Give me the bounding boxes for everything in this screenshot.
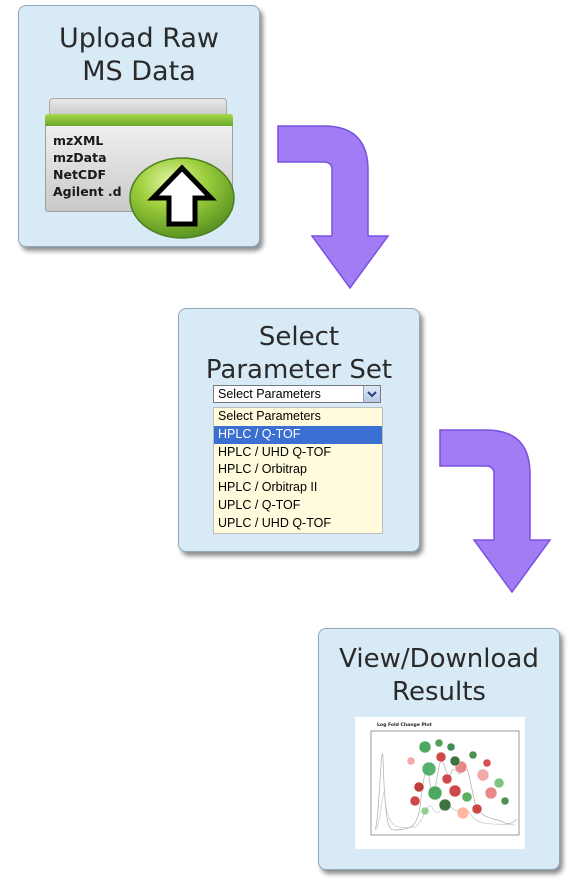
plot-point xyxy=(420,806,430,816)
plot-point xyxy=(448,784,462,798)
plot-point xyxy=(427,785,443,801)
upload-arrow-icon[interactable] xyxy=(127,154,237,240)
format-item: NetCDF xyxy=(53,167,107,182)
plot-point xyxy=(418,740,432,754)
results-step-box: View/Download Results Log Fold Change Pl… xyxy=(318,628,560,870)
bent-down-arrow-icon xyxy=(277,125,390,290)
plot-title: Log Fold Change Plot xyxy=(377,722,433,728)
plot-point xyxy=(413,781,425,793)
plot-point xyxy=(441,773,453,785)
plot-point xyxy=(449,755,461,767)
option-select-parameters[interactable]: Select Parameters xyxy=(218,409,321,423)
format-item: mzData xyxy=(53,150,107,165)
plot-point xyxy=(484,786,498,800)
plot-point xyxy=(468,750,478,760)
plot-point xyxy=(456,806,470,820)
plot-point xyxy=(435,751,447,763)
parameter-select[interactable]: Select Parameters xyxy=(213,385,381,403)
plot-point xyxy=(446,742,456,752)
upload-step-title: Upload Raw MS Data xyxy=(59,23,219,87)
option-hplc-orbitrap-ii[interactable]: HPLC / Orbitrap II xyxy=(218,480,318,495)
option-hplc-orbitrap[interactable]: HPLC / Orbitrap xyxy=(218,462,307,477)
parameter-select-value: Select Parameters xyxy=(218,387,321,401)
plot-point xyxy=(409,795,421,807)
plot-point xyxy=(493,777,505,789)
bent-down-arrow-icon xyxy=(439,429,552,594)
option-hplc-qtof[interactable]: HPLC / Q-TOF xyxy=(214,425,382,444)
plot-point xyxy=(482,758,492,768)
plot-point xyxy=(406,756,416,766)
plot-point xyxy=(471,803,483,815)
plot-point xyxy=(476,768,490,782)
upload-step-box: Upload Raw MS Data mzXML mzData NetCDF A… xyxy=(18,5,260,247)
parameter-options-list: Select Parameters HPLC / Q-TOF HPLC / UH… xyxy=(213,407,383,534)
results-step-title: View/Download Results xyxy=(339,644,539,707)
format-list: mzXML mzData NetCDF Agilent .d xyxy=(53,132,122,200)
plot-point xyxy=(500,796,510,806)
plot-point xyxy=(434,738,444,748)
option-uplc-qtof[interactable]: UPLC / Q-TOF xyxy=(218,497,301,512)
format-item: mzXML xyxy=(53,133,104,148)
plot-point xyxy=(421,761,437,777)
plot-point xyxy=(461,791,473,803)
format-item: Agilent .d xyxy=(53,184,122,199)
plot-point xyxy=(438,798,452,812)
option-uplc-uhd-qtof[interactable]: UPLC / UHD Q-TOF xyxy=(218,515,331,530)
chevron-down-icon[interactable] xyxy=(363,386,380,402)
plot-trace xyxy=(374,792,516,831)
results-plot-thumbnail[interactable]: Log Fold Change Plot xyxy=(355,717,525,849)
folder-stripe xyxy=(45,114,233,126)
results-plot: Log Fold Change Plot xyxy=(370,722,520,836)
parameter-step-title: Select Parameter Set xyxy=(205,322,393,385)
parameter-step-box: Select Parameter Set Select Parameters S… xyxy=(178,308,420,552)
option-hplc-uhd-qtof[interactable]: HPLC / UHD Q-TOF xyxy=(218,444,331,459)
